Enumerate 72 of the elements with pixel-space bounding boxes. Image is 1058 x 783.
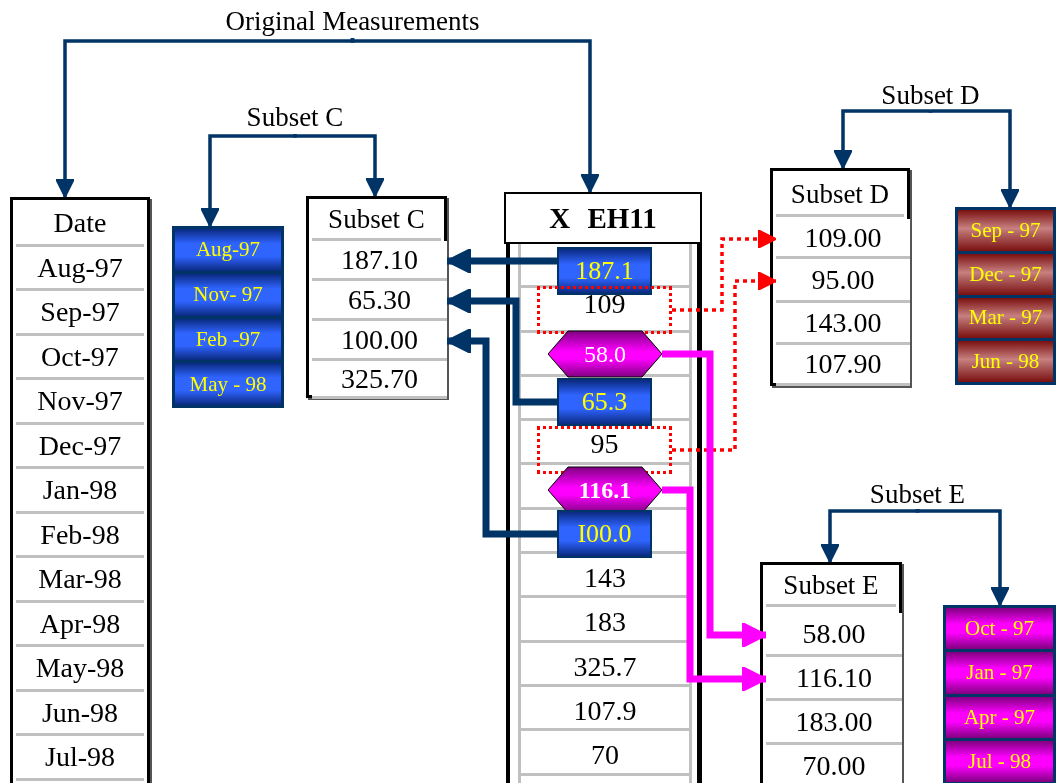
table-cell: Apr-98 — [16, 602, 144, 647]
value-chip: 65.3 — [557, 378, 652, 426]
date-column — [955, 207, 1056, 385]
connector-arrow — [915, 508, 1010, 606]
date-column — [943, 605, 1056, 783]
connector-arrow — [833, 108, 933, 169]
table-cell: Nov-97 — [16, 380, 144, 425]
connector-arrow — [445, 327, 557, 538]
table-cell: 100.00 — [312, 321, 447, 361]
date-chip: Aug-97 — [175, 229, 281, 271]
connector-arrow — [928, 108, 1020, 208]
data-table — [760, 562, 902, 783]
date-chip: May - 98 — [175, 363, 281, 405]
table-cell: Jun-98 — [16, 691, 144, 736]
date-chip: Jan - 97 — [946, 652, 1053, 694]
value-label: 116.1 — [578, 476, 632, 504]
table-cell: 183 — [520, 600, 690, 644]
date-chip: Nov- 97 — [175, 273, 281, 316]
date-chip: Apr - 97 — [946, 696, 1053, 738]
table-cell: 183.00 — [766, 701, 902, 745]
table-cell: Oct-97 — [16, 335, 144, 380]
table-cell: 325.7 — [520, 645, 690, 689]
date-chip: Oct - 97 — [946, 608, 1053, 650]
table-cell: Mar-98 — [16, 558, 144, 603]
table-cell: 95.00 — [776, 259, 910, 303]
connector-arrow — [293, 133, 385, 197]
bracket-label: Subset D — [868, 78, 993, 110]
date-chip: Dec - 97 — [958, 253, 1053, 295]
table-cell: Sep-97 — [16, 291, 144, 336]
bracket-label: Subset C — [235, 100, 355, 134]
table-cell: 58.00 — [766, 613, 902, 657]
table-cell: 107.90 — [776, 345, 910, 386]
table-cell: Jul-98 — [16, 736, 144, 781]
table-cell: Feb-98 — [16, 513, 144, 558]
column-header: X EH11 — [549, 201, 657, 235]
column-header: Subset E — [766, 567, 896, 607]
table-cell: 109.00 — [776, 219, 910, 259]
table-cell: Aug-97 — [16, 246, 144, 291]
date-chip: Feb -97 — [175, 318, 281, 361]
table-cell: 143.00 — [776, 303, 910, 345]
value-chip: 187.1 — [557, 247, 652, 295]
date-chip: Jul - 98 — [946, 740, 1053, 782]
bracket-label: Original Measurements — [200, 4, 505, 38]
connector-arrow — [445, 247, 557, 275]
column-header: Date — [16, 202, 144, 247]
value-chip: I00.0 — [557, 510, 652, 558]
table-cell: 107.9 — [520, 689, 690, 733]
bracket-label: Subset E — [855, 477, 980, 509]
table-cell: 65.30 — [312, 281, 447, 321]
data-table — [504, 192, 702, 783]
table-cell: 143 — [520, 556, 690, 600]
table-cell: 187.10 — [312, 241, 447, 281]
date-column — [172, 226, 284, 408]
table-cell: May-98 — [16, 647, 144, 692]
table-cell: Dec-97 — [16, 424, 144, 469]
data-table — [770, 168, 910, 386]
value-label: 58.0 — [584, 340, 626, 368]
table-cell: 70 — [520, 733, 690, 777]
connector-arrow — [662, 486, 768, 693]
connector-arrow — [350, 37, 600, 193]
table-cell: 116.10 — [766, 657, 902, 701]
table-cell: Jan-98 — [16, 469, 144, 514]
table-cell: 325.70 — [312, 361, 447, 399]
data-table — [306, 196, 447, 398]
date-chip: Jun - 98 — [958, 341, 1053, 382]
date-chip: Mar - 97 — [958, 297, 1053, 339]
connector-arrow — [662, 350, 768, 649]
connector-arrow — [445, 287, 557, 406]
connector-arrow — [672, 229, 777, 312]
value-hexagon — [548, 330, 662, 378]
connector-arrow — [672, 271, 777, 452]
date-chip: Sep - 97 — [958, 210, 1053, 251]
